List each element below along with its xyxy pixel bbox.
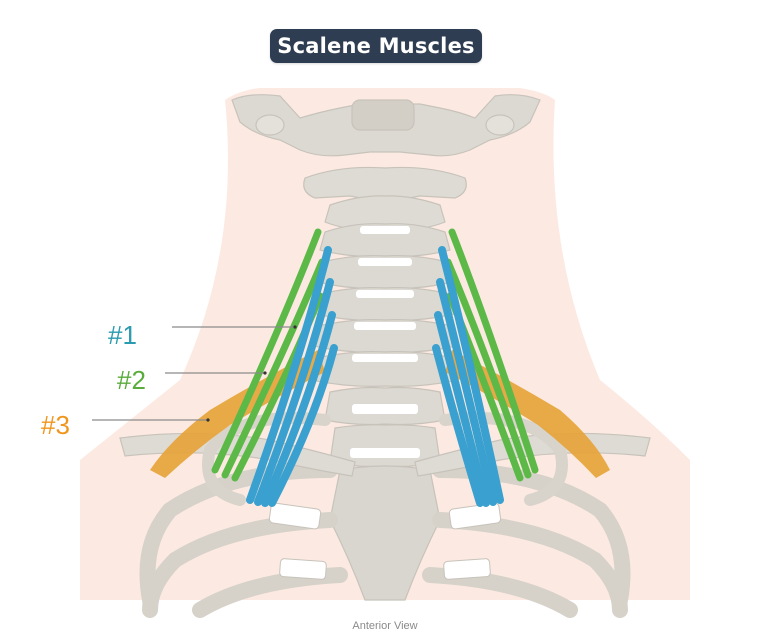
leader-dot-1	[293, 325, 297, 329]
sternum	[329, 465, 441, 601]
cervical-vertebrae	[311, 223, 459, 468]
label-2: #2	[117, 365, 146, 395]
label-3: #3	[41, 410, 70, 440]
view-caption: Anterior View	[352, 620, 418, 632]
leader-dot-3	[206, 418, 210, 422]
costal-cartilage	[268, 502, 502, 580]
leader-dot-2	[263, 371, 267, 375]
atlas-axis	[303, 166, 467, 231]
diagram-title: Scalene Muscles	[270, 29, 482, 63]
skull-base	[231, 94, 541, 157]
anterior-scalene-muscle	[246, 246, 504, 507]
label-1: #1	[108, 320, 137, 350]
leader-lines	[92, 326, 295, 421]
